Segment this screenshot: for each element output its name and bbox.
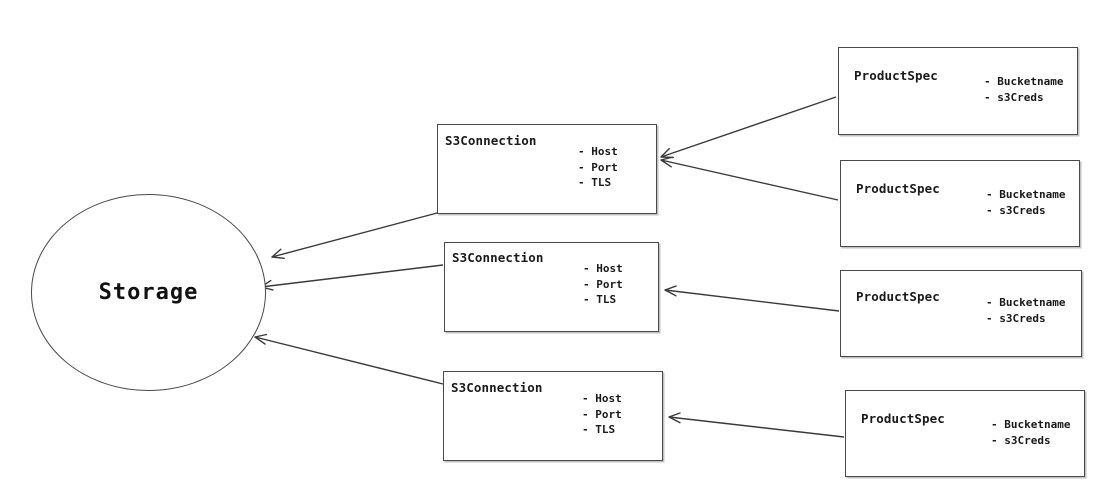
attr-bucketname: - Bucketname xyxy=(986,296,1066,309)
s3connection-title-2: S3Connection xyxy=(452,250,544,265)
productspec-box-3[interactable] xyxy=(840,270,1082,357)
s3connection-attrs-1: - Host - Port - TLS xyxy=(578,144,618,191)
s3connection-title-1: S3Connection xyxy=(445,133,537,148)
s3connection-title-3: S3Connection xyxy=(451,380,543,395)
attr-s3creds: - s3Creds xyxy=(984,90,1044,104)
productspec-attrs-3: - Bucketname - s3Creds xyxy=(986,295,1065,326)
attr-s3creds: - s3Creds xyxy=(991,433,1051,447)
attr-bucketname: - Bucketname xyxy=(984,75,1064,88)
productspec-box-4[interactable] xyxy=(845,390,1085,477)
attr-s3creds: - s3Creds xyxy=(986,203,1046,217)
productspec-title-2: ProductSpec xyxy=(856,181,940,196)
productspec-attrs-1: - Bucketname - s3Creds xyxy=(984,74,1063,105)
attr-port: - Port xyxy=(582,407,622,421)
edge-spec1-to-conn1 xyxy=(660,96,837,159)
storage-node[interactable] xyxy=(31,194,266,391)
attr-tls: - TLS xyxy=(578,176,612,189)
s3connection-attrs-3: - Host - Port - TLS xyxy=(582,391,622,438)
edge-conn3-to-storage xyxy=(254,333,444,385)
attr-host: - Host xyxy=(578,145,618,158)
edge-spec3-to-conn2 xyxy=(664,285,840,312)
s3connection-box-3[interactable] xyxy=(443,371,663,461)
productspec-title-1: ProductSpec xyxy=(854,68,938,83)
s3connection-attrs-2: - Host - Port - TLS xyxy=(583,261,623,308)
edge-conn2-to-storage xyxy=(260,264,444,291)
storage-label: Storage xyxy=(98,280,199,305)
attr-port: - Port xyxy=(578,160,618,174)
productspec-title-4: ProductSpec xyxy=(861,411,945,426)
attr-s3creds: - s3Creds xyxy=(986,311,1046,325)
edge-spec4-to-conn3 xyxy=(668,412,845,438)
attr-tls: - TLS xyxy=(582,423,616,436)
s3connection-box-2[interactable] xyxy=(444,242,659,332)
edge-spec2-to-conn1 xyxy=(660,156,839,201)
attr-host: - Host xyxy=(582,392,622,405)
productspec-box-1[interactable] xyxy=(838,47,1078,135)
attr-host: - Host xyxy=(583,262,623,275)
attr-tls: - TLS xyxy=(583,293,617,306)
productspec-box-2[interactable] xyxy=(840,160,1080,247)
edge-conn1-to-storage xyxy=(271,212,438,259)
attr-port: - Port xyxy=(583,277,623,291)
productspec-attrs-2: - Bucketname - s3Creds xyxy=(986,187,1065,218)
attr-bucketname: - Bucketname xyxy=(986,188,1066,201)
productspec-title-3: ProductSpec xyxy=(856,289,940,304)
attr-bucketname: - Bucketname xyxy=(991,418,1071,431)
productspec-attrs-4: - Bucketname - s3Creds xyxy=(991,417,1070,448)
s3connection-box-1[interactable] xyxy=(437,124,657,214)
